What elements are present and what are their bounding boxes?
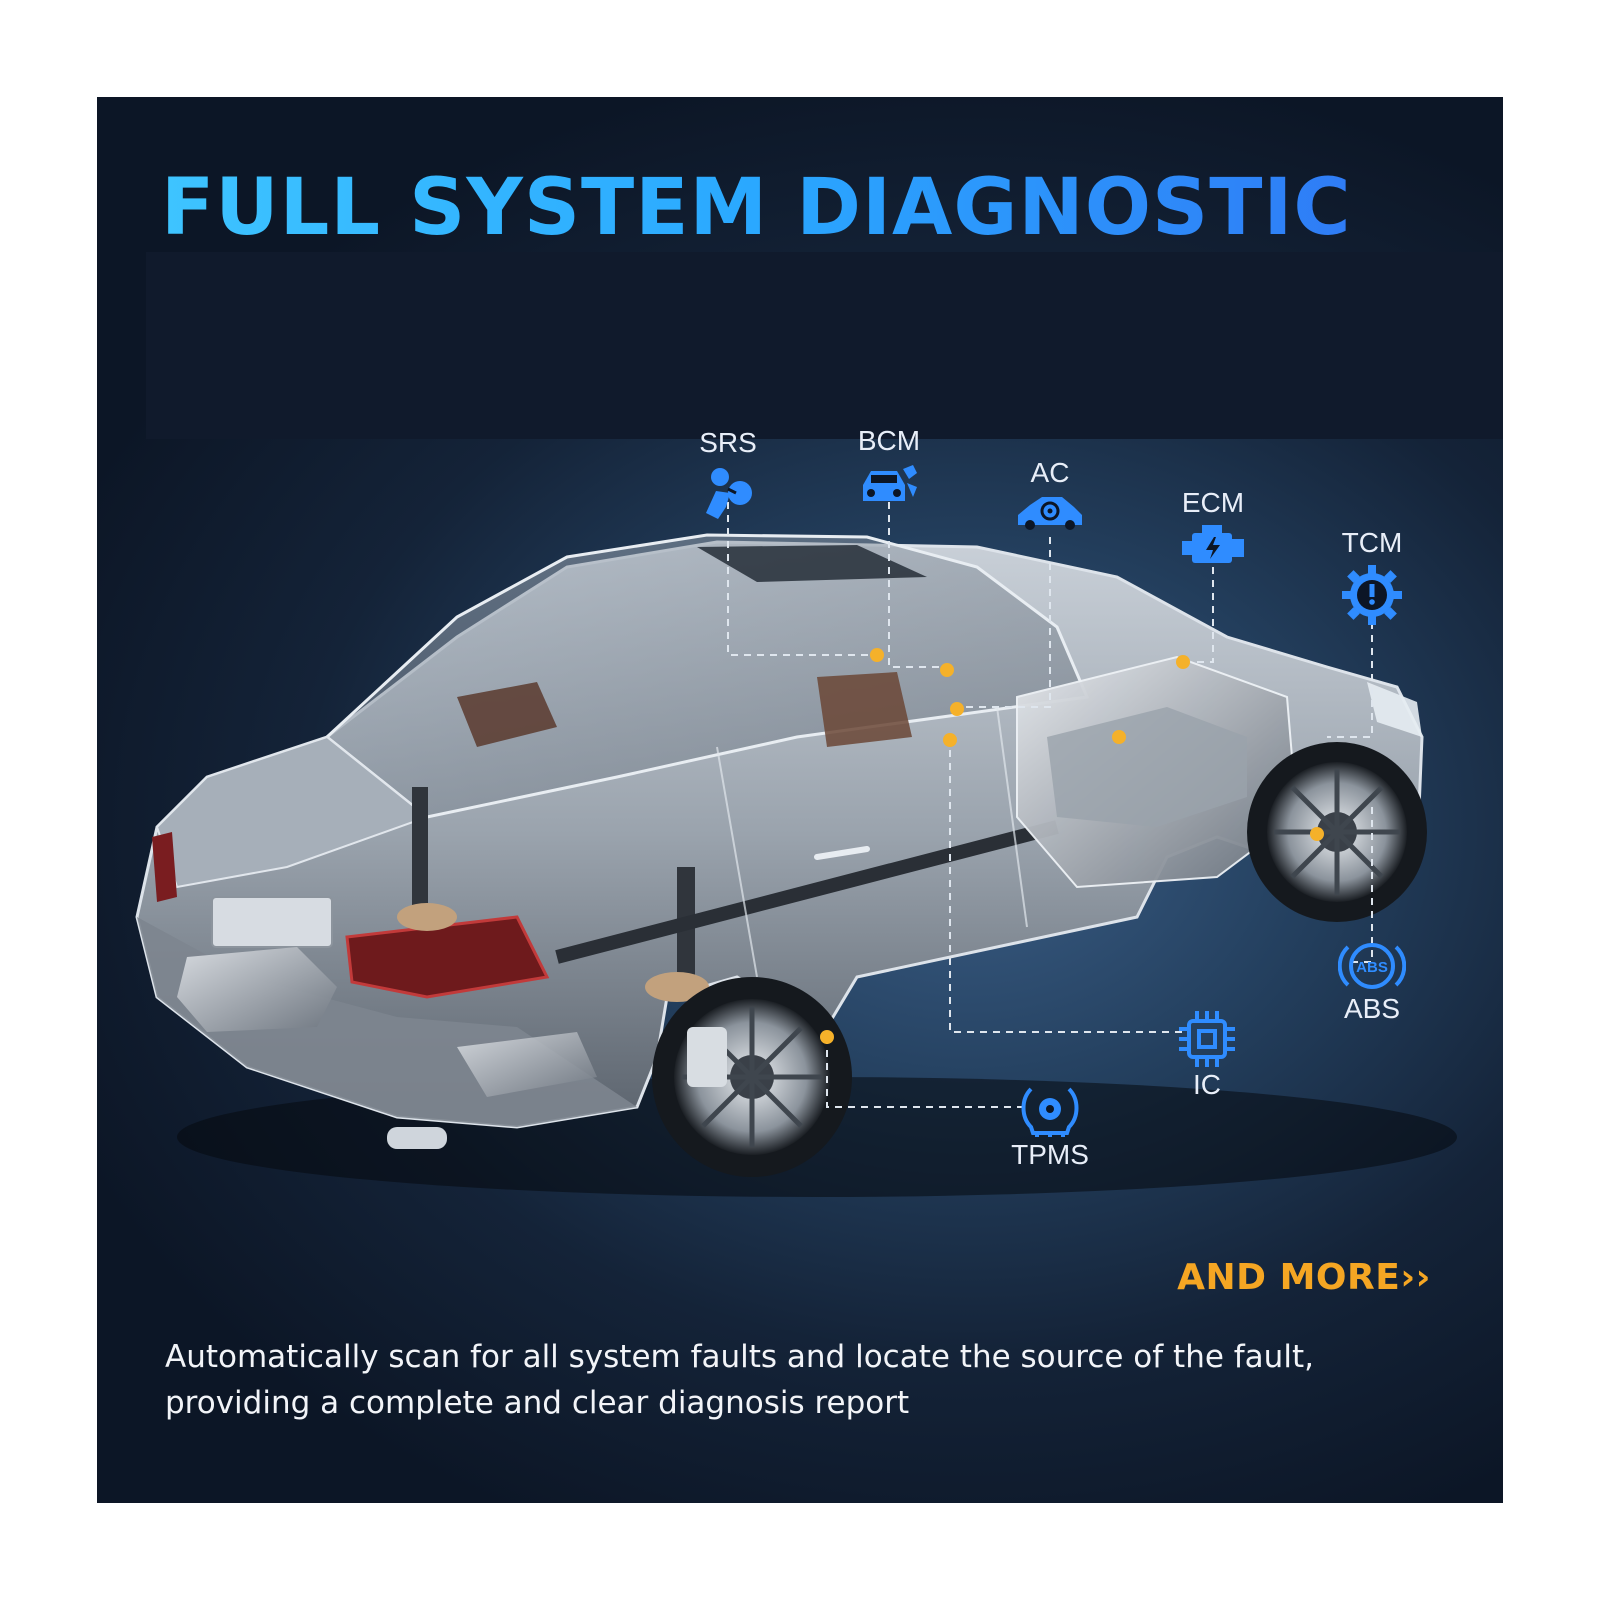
module-ac: AC: [1000, 457, 1100, 533]
marker-ac: [950, 702, 964, 716]
module-abs: ABS ABS: [1322, 935, 1422, 1025]
airbag-icon: [706, 468, 752, 519]
body-control-icon: [863, 465, 917, 501]
engine-icon: [1182, 525, 1244, 563]
module-tcm: TCM: [1322, 527, 1422, 627]
rear-wheel: [652, 977, 852, 1177]
description-text: Automatically scan for all system faults…: [165, 1339, 1314, 1421]
module-ic: IC: [1157, 1005, 1257, 1101]
front-wheel: [1247, 742, 1427, 922]
transmission-gear-icon: [1342, 565, 1402, 625]
abs-icon: ABS: [1338, 943, 1406, 989]
module-tpms: TPMS: [1000, 1079, 1100, 1171]
air-conditioning-icon: [1018, 497, 1082, 530]
module-label: ECM: [1181, 487, 1245, 518]
marker-tcm: [1112, 730, 1126, 744]
fault-markers: [820, 648, 1324, 1044]
module-label: IC: [1193, 1069, 1221, 1100]
car-body: [135, 533, 1457, 1197]
module-label: SRS: [699, 427, 757, 458]
promo-panel: FULL SYSTEM DIAGNOSTIC SRS BCM AC: [97, 97, 1503, 1503]
module-ecm: ECM: [1163, 487, 1263, 571]
marker-srs: [870, 648, 884, 662]
module-bcm: BCM: [839, 425, 939, 511]
and-more-label: AND MORE: [1177, 1257, 1401, 1298]
double-chevron-right-icon: ››: [1400, 1257, 1431, 1298]
marker-tpms: [820, 1030, 834, 1044]
and-more-link[interactable]: AND MORE››: [1177, 1257, 1431, 1298]
connector-lines: [727, 502, 1373, 1108]
module-label: TCM: [1341, 527, 1403, 558]
module-label: AC: [1030, 457, 1070, 488]
redacted-banner: [146, 252, 1503, 439]
module-label: TPMS: [1011, 1139, 1089, 1170]
module-srs: SRS: [678, 427, 778, 527]
marker-bcm: [940, 663, 954, 677]
module-label: BCM: [857, 425, 921, 456]
tire-pressure-icon: [1021, 1087, 1079, 1137]
marker-ecm: [1176, 655, 1190, 669]
headline: FULL SYSTEM DIAGNOSTIC: [161, 163, 1352, 253]
car-cutaway-illustration: [135, 502, 1457, 1197]
marker-ic: [943, 733, 957, 747]
chip-icon: [1179, 1011, 1235, 1067]
module-label: ABS: [1343, 993, 1401, 1024]
abs-badge-text: ABS: [1356, 959, 1388, 976]
marker-abs: [1310, 827, 1324, 841]
